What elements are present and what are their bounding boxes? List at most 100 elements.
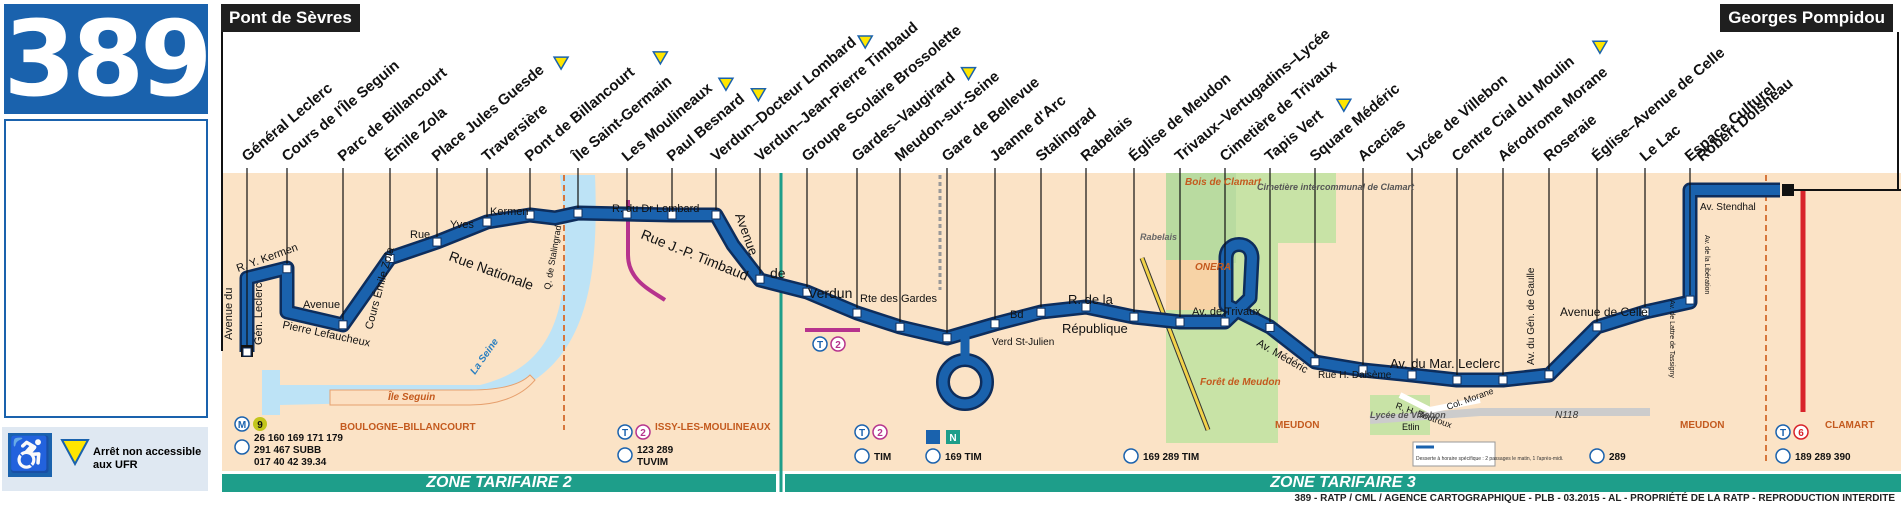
- warning-triangle-icon: [1335, 98, 1353, 113]
- bus-icon-eglise: [1123, 448, 1139, 464]
- issy-tram-line: 2: [640, 428, 646, 439]
- terminus-end-marker: [1782, 184, 1794, 196]
- stop-marker[interactable]: [1081, 302, 1091, 312]
- street-avenue-du: Avenue du: [223, 288, 235, 340]
- stop-marker[interactable]: [802, 287, 812, 297]
- street-gen-leclerc: Gén. Leclerc: [253, 282, 265, 345]
- place-clamart: CLAMART: [1825, 420, 1874, 431]
- tram-2-icon-meudon-sur-seine: [830, 336, 846, 352]
- line-number-badge: 389: [3, 0, 213, 120]
- street-av-du-mar-leclerc: Av. du Mar. Leclerc: [1390, 356, 1501, 371]
- pompidou-bus: 189 289 390: [1795, 452, 1851, 463]
- tram-t2-line: [626, 200, 667, 302]
- bus-icon-issy: [617, 447, 633, 463]
- place-foret-de-meudon: Forêt de Meudon: [1200, 377, 1281, 388]
- meudon-bus: TIM: [874, 452, 891, 463]
- stop-label: Le Lac: [1637, 121, 1684, 165]
- street-kermen: Kermen: [490, 206, 529, 218]
- street-n118: N118: [1555, 410, 1579, 421]
- stop-marker[interactable]: [1265, 322, 1275, 332]
- bus-icon: [234, 439, 250, 455]
- spur-road: [1398, 392, 1481, 414]
- stop-marker[interactable]: [1129, 312, 1139, 322]
- place-bois-de-clamart: Bois de Clamart: [1185, 177, 1262, 188]
- train-icon: [926, 430, 940, 444]
- street-avenue-de-celle: Avenue de Celle: [1560, 305, 1648, 319]
- tram-icon-meudon: [854, 424, 870, 440]
- street-av-stendhal: Av. Stendhal: [1700, 202, 1756, 213]
- zone-tarifaire-2: ZONE TARIFAIRE 2: [222, 474, 776, 492]
- stop-marker[interactable]: [622, 209, 632, 219]
- issy-tram-mode: T: [622, 428, 628, 439]
- street-av-de-lattre: Av. de Lattre de Tassigny: [1668, 300, 1675, 378]
- stop-marker[interactable]: [573, 208, 583, 218]
- street-av-de-la-liberation: Av. de la Libération: [1703, 235, 1710, 294]
- ile-seguin-island: [329, 374, 536, 406]
- street-rue: Rue: [410, 229, 430, 241]
- warning-triangle-icon: [552, 56, 570, 71]
- street-de: de: [770, 265, 786, 281]
- stop-marker[interactable]: [1592, 322, 1602, 332]
- stop-marker[interactable]: [1310, 357, 1320, 367]
- stop-marker[interactable]: [338, 320, 348, 330]
- warning-triangle-icon: [717, 77, 735, 92]
- stop-marker[interactable]: [282, 264, 292, 274]
- place-onera: ONERA: [1195, 262, 1231, 273]
- wheelchair-icon: ♿: [8, 433, 52, 477]
- bus-pont-sevres-3: 017 40 42 39.34: [254, 457, 327, 468]
- metro-icon: [234, 416, 250, 432]
- warning-triangle-icon: [750, 87, 767, 103]
- pompidou-tram-line: 6: [1798, 428, 1804, 439]
- stop-marker[interactable]: [432, 237, 442, 247]
- tram-icon: [617, 424, 633, 440]
- stop-marker[interactable]: [1685, 295, 1695, 305]
- tram-6-icon: [1793, 424, 1809, 440]
- bellevue-bus: 169 TIM: [945, 452, 982, 463]
- footer-credit: 389 - RATP / CML / AGENCE CARTOGRAPHIQUE…: [1294, 493, 1895, 504]
- stop-marker[interactable]: [852, 308, 862, 318]
- meudon-tram-line: 2: [877, 428, 883, 439]
- stop-marker[interactable]: [942, 333, 952, 343]
- stop-marker[interactable]: [482, 217, 492, 227]
- bellevue-rail: N: [949, 433, 956, 444]
- stop-marker[interactable]: [1175, 317, 1185, 327]
- eglise-bus: 169 289 TIM: [1143, 452, 1199, 463]
- desserte-text: Desserte à horaire spécifique : 2 passag…: [1416, 456, 1563, 462]
- place-boulogne: BOULOGNE–BILLANCOURT: [340, 422, 476, 433]
- stop-marker[interactable]: [1407, 370, 1417, 380]
- warning-triangle-icon: [652, 51, 669, 66]
- issy-bus-1: 123 289: [637, 445, 674, 456]
- stop-marker[interactable]: [1220, 317, 1230, 327]
- meudon-tram-line-a: 2: [835, 340, 841, 351]
- stop-marker[interactable]: [525, 210, 535, 220]
- stop-marker[interactable]: [1640, 307, 1650, 317]
- cimetiere-park: [1256, 173, 1336, 243]
- place-ile-seguin: Île Seguin: [388, 390, 435, 403]
- stop-marker[interactable]: [895, 322, 905, 332]
- street-rue-h-dalseme: Rue H. Dalsème: [1318, 370, 1392, 381]
- warning-triangle-icon: [1591, 40, 1609, 55]
- connections: M 9 26 160 169 171 179 291 467 SUBB 017 …: [234, 336, 1851, 468]
- stop-marker[interactable]: [755, 274, 765, 284]
- stop-marker[interactable]: [711, 210, 721, 220]
- street-av-du-gen-de-gaulle: Av. du Gén. de Gaulle: [1526, 267, 1537, 365]
- stop-marker[interactable]: [1358, 365, 1368, 375]
- stop-marker[interactable]: [1036, 307, 1046, 317]
- stop-marker[interactable]: [1452, 375, 1462, 385]
- seine-river-west: [262, 370, 280, 415]
- stop-marker[interactable]: [1544, 370, 1554, 380]
- bus-pont-sevres-2: 291 467 SUBB: [254, 445, 321, 456]
- stop-marker[interactable]: [385, 253, 395, 263]
- stop-marker[interactable]: [242, 347, 252, 357]
- street-yves: Yves: [450, 219, 474, 231]
- stop-marker[interactable]: [990, 319, 1000, 329]
- issy-bus-2: TUVIM: [637, 457, 668, 468]
- onera-site: [1166, 260, 1226, 310]
- meudon-tram-mode-a: T: [817, 340, 823, 351]
- street-bd: Bd: [1010, 309, 1023, 321]
- tram-2-icon: [635, 424, 651, 440]
- stop-marker[interactable]: [667, 210, 677, 220]
- stop-label-line2: Robert Doisneau: [1694, 75, 1797, 165]
- stop-marker[interactable]: [1498, 375, 1508, 385]
